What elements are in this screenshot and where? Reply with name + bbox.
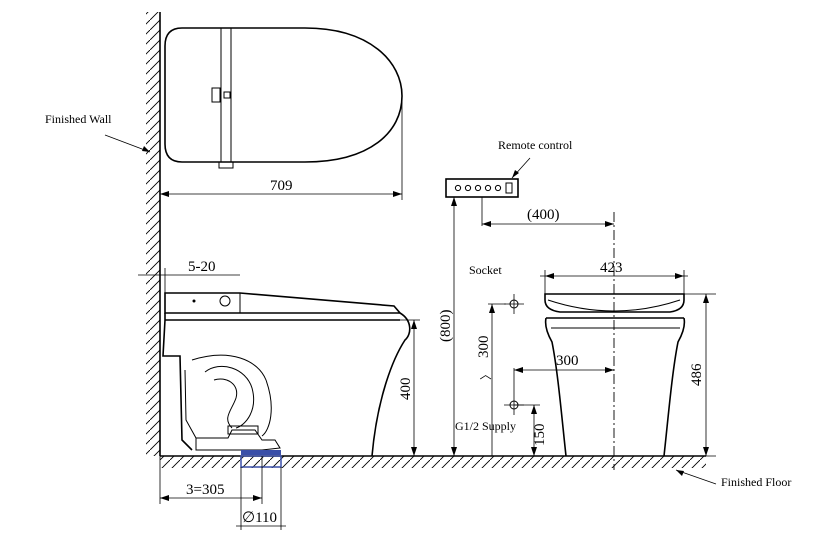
dim-front-width: 423 bbox=[540, 260, 688, 294]
dim-drain-diameter: ∅110 bbox=[236, 467, 286, 530]
dim-wall-gap: 5-20 bbox=[138, 259, 240, 293]
finished-wall-callout: Finished Wall bbox=[45, 112, 151, 153]
dim-supply-offset: 300 bbox=[514, 353, 614, 373]
dim-423-text: 423 bbox=[600, 260, 623, 276]
dim-150-text: 150 bbox=[532, 424, 548, 447]
finished-wall-label: Finished Wall bbox=[45, 112, 112, 126]
dim-remote-offset: (400) bbox=[481, 197, 614, 227]
dim-305-text: 3=305 bbox=[186, 482, 224, 498]
dim-486-text: 486 bbox=[689, 363, 705, 386]
finished-floor-label: Finished Floor bbox=[721, 475, 791, 489]
dim-socket-height: 300 〉 bbox=[476, 304, 495, 456]
dim-110-text: ∅110 bbox=[242, 510, 277, 526]
dim-supply-height: 150 bbox=[514, 404, 548, 456]
dim-5-20-text: 5-20 bbox=[188, 259, 216, 275]
dim-800-text: (800) bbox=[438, 310, 454, 343]
supply-label: G1/2 Supply bbox=[455, 419, 516, 433]
socket: Socket bbox=[469, 263, 524, 314]
finished-floor-callout: Finished Floor bbox=[675, 469, 791, 489]
dim-seat-height: 400 bbox=[398, 319, 420, 456]
remote-control-label: Remote control bbox=[498, 138, 573, 152]
dim-socket-height-mark: 〉 bbox=[479, 368, 493, 380]
dim-supply-offset-text: 300 bbox=[556, 353, 579, 369]
front-view-toilet bbox=[544, 293, 686, 457]
dim-remote-offset-text: (400) bbox=[527, 207, 560, 223]
finished-wall bbox=[146, 12, 161, 456]
dim-remote-height: (800) bbox=[438, 197, 457, 456]
dim-rough-in: 3=305 bbox=[159, 456, 263, 504]
remote-control: Remote control bbox=[445, 138, 573, 198]
finished-floor bbox=[160, 455, 706, 468]
dim-709-text: 709 bbox=[270, 178, 293, 194]
socket-label: Socket bbox=[469, 263, 502, 277]
dim-front-height: 486 bbox=[666, 293, 716, 457]
dim-400-text: 400 bbox=[398, 378, 414, 401]
top-view-toilet bbox=[164, 27, 403, 169]
side-view-toilet bbox=[162, 292, 411, 457]
dim-top-length: 709 bbox=[160, 100, 403, 200]
dim-socket-height-text: 300 bbox=[476, 336, 492, 359]
drain-pipe bbox=[240, 450, 282, 468]
